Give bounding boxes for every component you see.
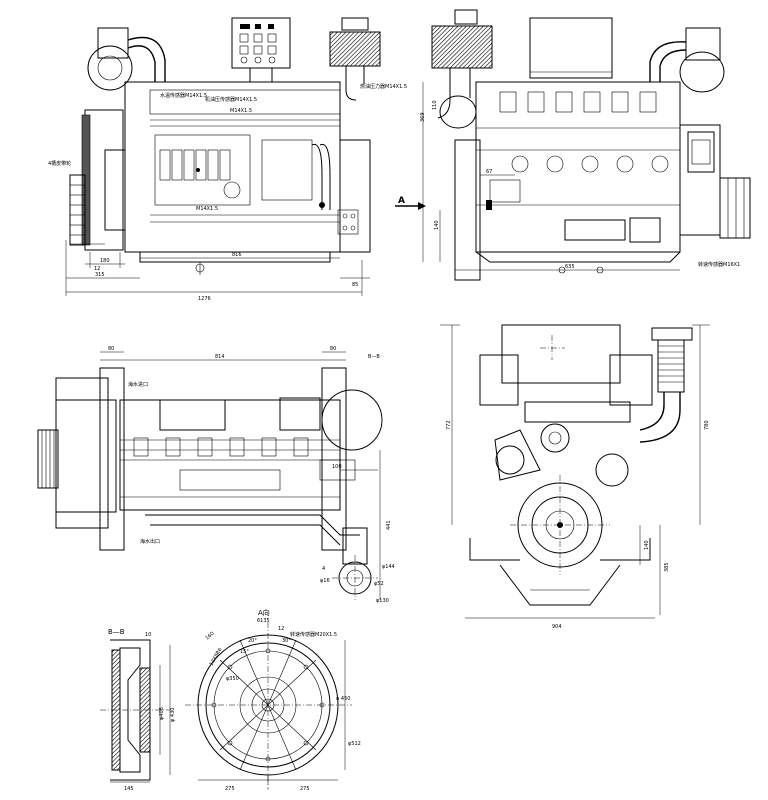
view-a: A向 6135 275 275 φ350 20° 30° 15° φ512 φ … bbox=[185, 608, 361, 792]
top-label-outlet: 海水出口 bbox=[140, 538, 160, 545]
front-turbo-housing bbox=[87, 27, 166, 91]
view-a-dim-12: 12 bbox=[278, 626, 284, 632]
rear-dim-904: 904 bbox=[552, 624, 562, 630]
front-pulley bbox=[69, 109, 126, 251]
rear-top-box bbox=[479, 324, 653, 406]
top-dim-144: φ144 bbox=[382, 564, 395, 570]
section-bb-dim-430: φ 430 bbox=[170, 708, 176, 722]
section-bb: B—B 145 φ408 φ 430 10 bbox=[100, 628, 176, 792]
front-dim-overall: 1276 bbox=[198, 296, 211, 302]
rear-dim-780: 780 bbox=[704, 420, 710, 430]
side-turbo bbox=[649, 27, 725, 93]
top-label-section: B—B bbox=[368, 354, 380, 360]
rear-engine-body bbox=[469, 401, 651, 606]
side-dim-635: 635 bbox=[565, 264, 575, 270]
side-view: A 369 140 67 635 110 转速传感器M16X1 bbox=[395, 9, 751, 281]
top-engine-block bbox=[119, 397, 360, 546]
front-label-sensor1: 水温传感器M14X1.5 bbox=[160, 92, 207, 99]
front-dim-12: 12 bbox=[94, 266, 100, 272]
rear-dim-772: 772 bbox=[446, 420, 452, 430]
side-arrow-a: A bbox=[398, 196, 405, 206]
front-dim-left: 315 bbox=[95, 272, 105, 278]
front-dim-mid: 816 bbox=[232, 252, 242, 258]
front-label-sensor2: 机油压传感器M14X1.5 bbox=[205, 96, 257, 103]
top-label-inlet: 海水进口 bbox=[128, 381, 148, 388]
top-dim-80b: 80 bbox=[330, 346, 336, 352]
front-view: 1276 315 816 85 180 12 4槽皮带轮 水温传感器M14X1.… bbox=[48, 17, 407, 302]
rear-view: 772 780 385 140 904 bbox=[440, 324, 710, 630]
section-bb-dim-408: φ408 bbox=[159, 707, 165, 720]
top-dim-814: 814 bbox=[215, 354, 225, 360]
rear-dimensions bbox=[440, 324, 710, 619]
view-a-label-sensor: 转速传感器M20X1.5 bbox=[290, 631, 337, 638]
view-a-title: A向 bbox=[258, 608, 270, 617]
view-a-dim-30: 30° bbox=[282, 638, 291, 644]
front-label-thread2: M14X1.5 bbox=[196, 206, 218, 212]
side-pulley bbox=[679, 124, 751, 239]
view-a-dim-20: 20° bbox=[248, 638, 257, 644]
top-dim-52: φ52 bbox=[374, 581, 384, 587]
view-a-dim-512: φ512 bbox=[348, 741, 361, 747]
front-exhaust bbox=[329, 17, 381, 101]
side-dim-67: 67 bbox=[486, 169, 492, 175]
front-label-pulley: 4槽皮带轮 bbox=[48, 160, 71, 167]
rear-exhaust bbox=[639, 327, 693, 443]
view-a-dim-275a: 275 bbox=[225, 786, 235, 792]
front-label-sensor3: 燃油压力器M14X1.5 bbox=[360, 83, 407, 90]
side-engine-block bbox=[454, 81, 681, 281]
front-dimensions bbox=[65, 240, 370, 296]
top-dim-441: 441 bbox=[386, 520, 392, 530]
view-a-dim-275b: 275 bbox=[300, 786, 310, 792]
view-a-bolt-holes bbox=[211, 648, 325, 762]
front-control-panel bbox=[231, 17, 291, 82]
top-view: 814 80 80 100 441 φ144 φ52 φ130 4 φ16 海水… bbox=[37, 346, 395, 604]
rear-dim-385: 385 bbox=[664, 562, 670, 572]
section-bb-dim-145: 145 bbox=[124, 786, 134, 792]
view-a-subtitle: 6135 bbox=[257, 618, 270, 624]
side-dim-height: 369 bbox=[420, 112, 426, 122]
top-dim-4: 4 bbox=[322, 566, 325, 572]
front-dim-180: 180 bbox=[100, 258, 110, 264]
front-dim-right: 85 bbox=[352, 282, 358, 288]
section-bb-title: B—B bbox=[108, 628, 125, 636]
side-top-box bbox=[529, 17, 613, 79]
side-dimensions bbox=[395, 82, 680, 271]
side-dim-140: 140 bbox=[434, 220, 440, 230]
side-exhaust bbox=[431, 9, 493, 129]
side-dim-110: 110 bbox=[432, 100, 438, 110]
top-flywheel bbox=[37, 367, 347, 551]
top-dim-100: 100 bbox=[332, 464, 342, 470]
view-a-dim-15: 15° bbox=[240, 649, 249, 655]
view-a-dim-160: 160 bbox=[204, 631, 215, 642]
top-cooler bbox=[319, 389, 383, 600]
top-dimensions bbox=[100, 351, 381, 600]
view-a-dim-450: φ 450 bbox=[336, 696, 350, 702]
section-bb-dim-10: 10 bbox=[145, 632, 151, 638]
top-dim-80a: 80 bbox=[108, 346, 114, 352]
top-dim-130: φ130 bbox=[376, 598, 389, 604]
front-label-thread1: M14X1.5 bbox=[230, 108, 252, 114]
side-label-sensor: 转速传感器M16X1 bbox=[698, 261, 740, 268]
rear-dim-140: 140 bbox=[644, 540, 650, 550]
top-dim-16: φ16 bbox=[320, 578, 330, 584]
view-a-dim-350: φ350 bbox=[226, 676, 239, 682]
